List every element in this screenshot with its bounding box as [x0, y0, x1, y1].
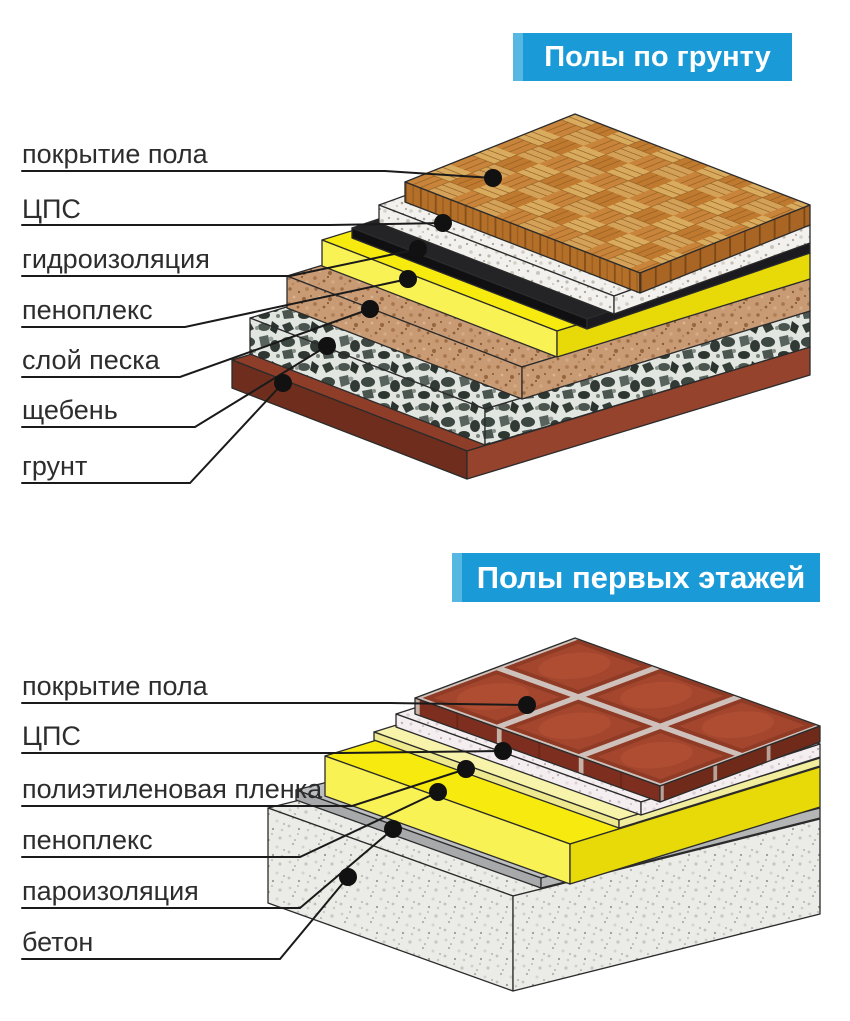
first-storey-floors-layer-floor-covering	[414, 637, 821, 803]
callout-dot-soil	[274, 374, 292, 392]
leader-line-vapor-barrier	[21, 828, 394, 909]
banner-first-storey-floors: Полы первых этажей	[452, 553, 820, 602]
label-floor-covering: покрытие пола	[22, 671, 209, 701]
concrete-front-face	[512, 818, 821, 992]
callout-dot-penoplex	[399, 270, 417, 288]
label-sand-layer: слой песка	[22, 345, 161, 375]
callout-dot-floor-covering	[484, 169, 502, 187]
callout-dot-vapor-barrier	[384, 820, 402, 838]
label-penoplex: пеноплекс	[22, 295, 153, 325]
callout-dot-concrete	[339, 868, 357, 886]
floor-covering-front-face	[659, 725, 821, 803]
floors-on-ground-layer-floor-covering	[404, 113, 811, 294]
label-cement-sand-screed: ЦПС	[22, 194, 81, 224]
leader-line-crushed-stone	[21, 345, 328, 428]
leader-line-cement-sand-screed	[21, 750, 504, 754]
callout-dot-cement-sand-screed	[434, 214, 452, 232]
banner-first-storey-floors-label: Полы первых этажей	[476, 559, 806, 595]
leader-line-sand-layer	[21, 308, 371, 378]
callout-dot-polyethylene-film	[457, 760, 475, 778]
callout-dot-waterproofing	[409, 240, 427, 258]
leader-line-floor-covering	[21, 170, 494, 179]
callout-dot-cement-sand-screed	[494, 742, 512, 760]
label-crushed-stone: щебень	[22, 395, 118, 425]
label-waterproofing: гидроизоляция	[22, 244, 210, 274]
leader-line-cement-sand-screed	[21, 222, 444, 226]
label-vapor-barrier: пароизоляция	[22, 876, 199, 906]
banner-floors-on-ground: Полы по грунту	[513, 33, 792, 81]
callout-dot-crushed-stone	[318, 337, 336, 355]
leader-line-penoplex	[21, 278, 409, 328]
leader-line-concrete	[21, 876, 349, 960]
leader-line-polyethylene-film	[21, 768, 467, 807]
label-cement-sand-screed: ЦПС	[22, 721, 81, 751]
label-concrete: бетон	[22, 927, 93, 957]
leader-line-soil	[21, 382, 284, 484]
label-polyethylene-film: полиэтиленовая пленка	[22, 774, 323, 804]
label-floor-covering: покрытие пола	[22, 139, 209, 169]
leader-line-floor-covering	[21, 702, 528, 706]
label-soil: грунт	[22, 451, 87, 481]
leader-line-waterproofing	[21, 248, 419, 277]
leader-line-penoplex	[21, 791, 439, 858]
penoplex-front-face	[569, 766, 821, 885]
callout-dot-floor-covering	[518, 696, 536, 714]
banner-floors-on-ground-label: Полы по грунту	[544, 40, 771, 73]
floor-covering-front-face	[639, 204, 811, 294]
callout-dot-sand-layer	[361, 300, 379, 318]
label-penoplex: пеноплекс	[22, 825, 153, 855]
callout-dot-penoplex	[429, 783, 447, 801]
